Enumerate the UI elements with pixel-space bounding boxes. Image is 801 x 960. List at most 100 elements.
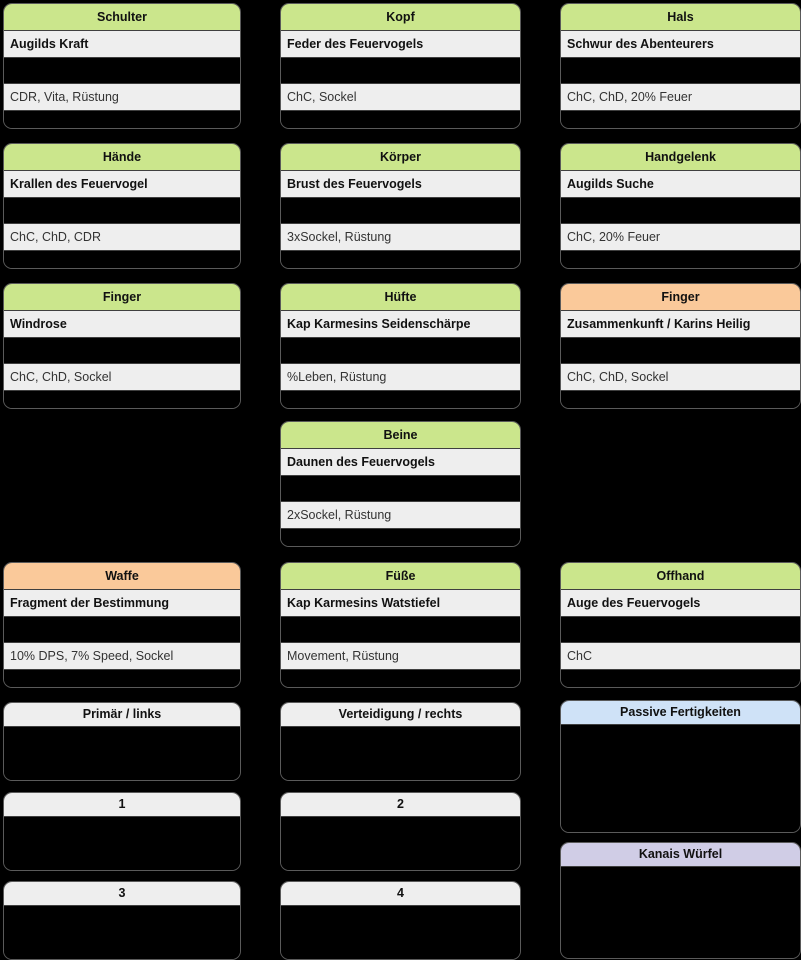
gear-card-footer: [4, 251, 240, 268]
gear-card-footer: [561, 670, 800, 687]
gear-item-stats[interactable]: ChC, 20% Feuer: [561, 223, 800, 251]
gear-item-name[interactable]: Kap Karmesins Seidenschärpe: [281, 311, 520, 338]
skill-card-body[interactable]: [281, 727, 520, 780]
gear-item-stats[interactable]: ChC, ChD, Sockel: [561, 363, 800, 391]
skill-card-header: 2: [281, 793, 520, 817]
gear-card-footer: [281, 529, 520, 546]
gear-item-stats[interactable]: ChC, ChD, Sockel: [4, 363, 240, 391]
gear-item-name[interactable]: Daunen des Feuervogels: [281, 449, 520, 476]
skill-card-header: 3: [4, 882, 240, 906]
gear-item-name[interactable]: Krallen des Feuervogel: [4, 171, 240, 198]
gear-item-icon-area: [561, 617, 800, 642]
gear-item-icon-area: [4, 338, 240, 363]
gear-card-footer: [281, 251, 520, 268]
skill-card-4[interactable]: 4: [280, 881, 521, 960]
gear-item-stats[interactable]: 3xSockel, Rüstung: [281, 223, 520, 251]
skill-card-kanais-w-rfel[interactable]: Kanais Würfel: [560, 842, 801, 959]
skill-card-header: 1: [4, 793, 240, 817]
gear-slot-header: Handgelenk: [561, 144, 800, 171]
gear-card-footer: [281, 111, 520, 128]
gear-item-name[interactable]: Auge des Feuervogels: [561, 590, 800, 617]
gear-item-stats[interactable]: ChC: [561, 642, 800, 670]
gear-card-footer: [281, 670, 520, 687]
skill-card-1[interactable]: 1: [3, 792, 241, 871]
gear-card-footer: [4, 670, 240, 687]
gear-card-footer: [4, 111, 240, 128]
gear-item-icon-area: [561, 198, 800, 223]
skill-card-passive-fertigkeiten[interactable]: Passive Fertigkeiten: [560, 700, 801, 833]
gear-slot-header: Hüfte: [281, 284, 520, 311]
skill-card-body[interactable]: [561, 867, 800, 958]
gear-item-stats[interactable]: Movement, Rüstung: [281, 642, 520, 670]
gear-slot-header: Kopf: [281, 4, 520, 31]
skill-card-2[interactable]: 2: [280, 792, 521, 871]
gear-item-icon-area: [561, 58, 800, 83]
gear-item-icon-area: [4, 617, 240, 642]
gear-item-icon-area: [281, 198, 520, 223]
gear-item-stats[interactable]: 2xSockel, Rüstung: [281, 501, 520, 529]
gear-slot-header: Körper: [281, 144, 520, 171]
gear-card-footer: [281, 391, 520, 408]
skill-card-body[interactable]: [4, 817, 240, 870]
gear-item-stats[interactable]: ChC, ChD, 20% Feuer: [561, 83, 800, 111]
skill-card-body[interactable]: [4, 906, 240, 959]
gear-card-footer: [561, 251, 800, 268]
skill-card-verteidigung-rechts[interactable]: Verteidigung / rechts: [280, 702, 521, 781]
gear-slot-header: Hände: [4, 144, 240, 171]
skill-card-body[interactable]: [561, 725, 800, 832]
gear-item-name[interactable]: Augilds Kraft: [4, 31, 240, 58]
gear-slot-header: Finger: [4, 284, 240, 311]
gear-card-footer: [561, 111, 800, 128]
gear-item-stats[interactable]: ChC, Sockel: [281, 83, 520, 111]
gear-item-icon-area: [4, 58, 240, 83]
gear-slot-header: Finger: [561, 284, 800, 311]
gear-item-stats[interactable]: ChC, ChD, CDR: [4, 223, 240, 251]
gear-item-name[interactable]: Schwur des Abenteurers: [561, 31, 800, 58]
gear-item-name[interactable]: Augilds Suche: [561, 171, 800, 198]
skill-card-body[interactable]: [4, 727, 240, 780]
gear-item-name[interactable]: Kap Karmesins Watstiefel: [281, 590, 520, 617]
gear-slot-header: Waffe: [4, 563, 240, 590]
gear-item-name[interactable]: Fragment der Bestimmung: [4, 590, 240, 617]
skill-card-header: Primär / links: [4, 703, 240, 727]
gear-item-icon-area: [281, 476, 520, 501]
gear-item-stats[interactable]: CDR, Vita, Rüstung: [4, 83, 240, 111]
gear-item-stats[interactable]: 10% DPS, 7% Speed, Sockel: [4, 642, 240, 670]
gear-item-icon-area: [281, 58, 520, 83]
gear-item-stats[interactable]: %Leben, Rüstung: [281, 363, 520, 391]
gear-item-name[interactable]: Brust des Feuervogels: [281, 171, 520, 198]
gear-slot-header: Füße: [281, 563, 520, 590]
gear-card-footer: [4, 391, 240, 408]
gear-card-footer: [561, 391, 800, 408]
skill-card-prim-r-links[interactable]: Primär / links: [3, 702, 241, 781]
skill-card-body[interactable]: [281, 906, 520, 959]
skill-card-header: Verteidigung / rechts: [281, 703, 520, 727]
gear-slot-header: Hals: [561, 4, 800, 31]
gear-slot-header: Beine: [281, 422, 520, 449]
skill-card-header: 4: [281, 882, 520, 906]
gear-item-icon-area: [561, 338, 800, 363]
gear-item-name[interactable]: Zusammenkunft / Karins Heilig: [561, 311, 800, 338]
gear-slot-header: Schulter: [4, 4, 240, 31]
gear-item-icon-area: [281, 617, 520, 642]
skill-card-3[interactable]: 3: [3, 881, 241, 960]
gear-item-name[interactable]: Feder des Feuervogels: [281, 31, 520, 58]
gear-item-name[interactable]: Windrose: [4, 311, 240, 338]
gear-item-icon-area: [4, 198, 240, 223]
skill-card-header: Passive Fertigkeiten: [561, 701, 800, 725]
skill-card-body[interactable]: [281, 817, 520, 870]
skill-card-header: Kanais Würfel: [561, 843, 800, 867]
